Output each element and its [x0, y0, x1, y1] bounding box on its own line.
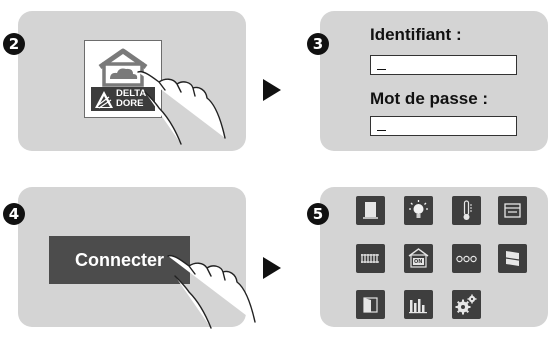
- tile-light[interactable]: [404, 196, 433, 225]
- energy-bars-icon: [409, 299, 427, 314]
- thermometer-icon: [463, 200, 472, 220]
- password-label: Mot de passe :: [370, 89, 489, 108]
- tile-more[interactable]: [452, 244, 481, 273]
- tile-scenario[interactable]: ON: [404, 244, 433, 273]
- brand-line-dore: DORE: [116, 98, 144, 109]
- tile-opening[interactable]: [356, 290, 385, 319]
- tile-portal[interactable]: [498, 244, 527, 273]
- identifier-label: Identifiant :: [370, 25, 462, 44]
- brand-text: DELTA DORE: [116, 89, 146, 109]
- password-field[interactable]: [370, 116, 517, 136]
- identifier-field[interactable]: [370, 55, 517, 75]
- panel-icon: [504, 203, 521, 218]
- on-label: ON: [414, 259, 423, 265]
- door-icon: [363, 297, 378, 313]
- delta-dore-app-icon[interactable]: DELTA DORE: [84, 40, 162, 118]
- tile-panel[interactable]: [498, 196, 527, 225]
- delta-logo-icon: [95, 91, 113, 109]
- tile-heating[interactable]: [356, 244, 385, 273]
- connect-button[interactable]: Connecter: [49, 236, 190, 284]
- step5-badge: 5: [307, 203, 329, 225]
- house-on-icon: [408, 248, 429, 268]
- gears-icon: [455, 294, 477, 315]
- next-arrow-1: [263, 79, 281, 101]
- brand-line-delta: DELTA: [116, 88, 147, 99]
- tile-settings[interactable]: [452, 290, 481, 319]
- delta-dore-brand: DELTA DORE: [91, 87, 155, 111]
- step2-badge: 2: [3, 33, 25, 55]
- password-cursor: [377, 130, 386, 131]
- tile-energy[interactable]: [404, 290, 433, 319]
- shutter-icon: [363, 202, 378, 219]
- radiator-icon: [361, 254, 379, 263]
- identifier-cursor: [377, 69, 386, 70]
- step4-badge: 4: [3, 203, 25, 225]
- bulb-icon: [409, 200, 428, 218]
- portal-icon: [505, 251, 520, 266]
- step3-badge: 3: [307, 33, 329, 55]
- dots-icon: [456, 255, 477, 263]
- tile-temperature[interactable]: [452, 196, 481, 225]
- next-arrow-2: [263, 257, 281, 279]
- house-cloud-icon: [98, 48, 148, 87]
- tile-shutter[interactable]: [356, 196, 385, 225]
